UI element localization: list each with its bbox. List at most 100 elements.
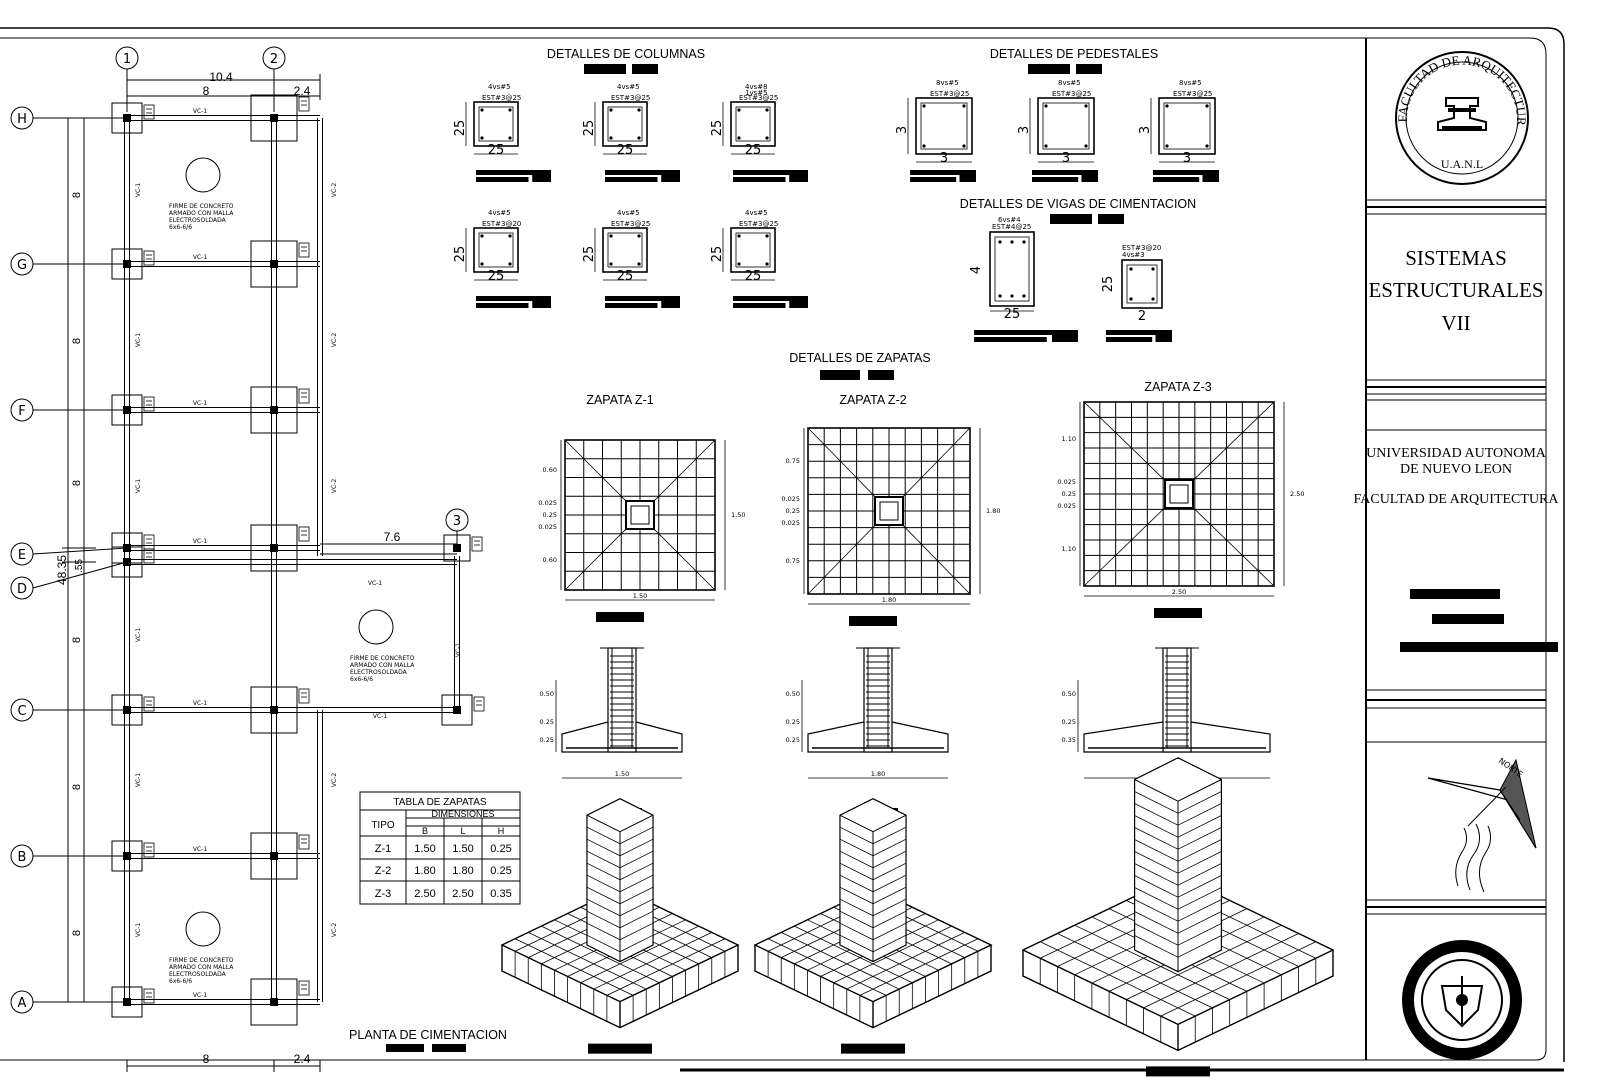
section-height-label: 25 (453, 246, 468, 263)
iso-rebar (1143, 933, 1299, 1009)
redacted-bar (974, 330, 1078, 335)
table-cell: 0.25 (490, 843, 511, 855)
iso-stirrup (586, 934, 621, 953)
grid-axis-number: 3 (453, 514, 461, 529)
rebar-dot (737, 234, 741, 238)
redacted-bar (1154, 608, 1202, 618)
beam-section-outline (989, 231, 1035, 307)
footing-section-width: 1.80 (871, 770, 885, 778)
rebar-label: 4vs#3 (1122, 251, 1145, 259)
rebar-dot (1044, 144, 1048, 148)
pedestal-in-plan (625, 500, 655, 530)
iso-stirrup (586, 826, 621, 845)
iso-stirrup (1134, 911, 1179, 934)
slab-note-line: ELECTROSOLDADA (169, 971, 227, 978)
beam-label: VC-1 (193, 538, 207, 545)
footing-tag (473, 696, 485, 712)
iso-stirrup (839, 874, 874, 893)
footing-left-dim: 0.60 (543, 466, 557, 474)
iso-stirrup (586, 886, 621, 905)
iso-rebar (1074, 924, 1230, 1000)
footing-left-dim: 0.75 (786, 557, 800, 565)
iso-stirrup (1134, 815, 1179, 838)
dim-top-overhang: 2.4 (294, 84, 311, 98)
beam-label: VC-1 (135, 628, 142, 642)
rebar-dot (609, 262, 613, 266)
redacted-bar (733, 170, 808, 175)
footing-left-dim: 0.25 (1062, 490, 1076, 498)
rebar-dot (962, 144, 966, 148)
iso-stirrup (872, 922, 907, 941)
footing-outline (250, 240, 298, 288)
iso-stirrup (586, 874, 621, 893)
stirrup-label: EST#3@25 (930, 90, 969, 98)
section-width-label: 25 (1004, 307, 1021, 322)
redacted-bar (596, 612, 644, 622)
faculty-line: FACULTAD DE ARQUITECTURA (1354, 492, 1560, 507)
iso-stirrup (586, 910, 621, 929)
iso-rebar (541, 925, 660, 984)
section-stirrup (1042, 102, 1090, 150)
iso-stirrup (619, 910, 654, 929)
rebar-label: 8vs#5 (936, 79, 959, 87)
slab-note-line: 6x6-6/6 (169, 224, 192, 231)
footing-tag (143, 548, 155, 564)
section-width-label: 3 (940, 151, 948, 166)
iso-stirrup (586, 862, 621, 881)
iso-pedestal-edge (1134, 779, 1179, 802)
section-height-label: 25 (710, 246, 725, 263)
redacted-bar (605, 170, 680, 175)
iso-stirrup (586, 838, 621, 857)
footing-tag (298, 388, 310, 404)
iso-stirrup (619, 838, 654, 857)
rebar-dot (765, 108, 769, 112)
footing-width-label: 1.80 (882, 596, 896, 604)
iso-rebar (859, 938, 979, 996)
redacted-bar (1106, 330, 1172, 335)
footing-section-dim: 0.35 (1062, 736, 1076, 744)
footing-section-width: 1.50 (615, 770, 629, 778)
table-cell: Z-2 (375, 865, 392, 877)
redacted-bar (584, 64, 626, 74)
footing-tag (143, 396, 155, 412)
table-col-tipo: TIPO (371, 820, 395, 831)
section-height-label: 3 (1138, 126, 1153, 134)
redacted-bar (1032, 177, 1079, 182)
column-marker (123, 114, 131, 122)
course-title-3: VII (1441, 311, 1470, 335)
pedestal-section (607, 647, 637, 753)
plan-title: PLANTA DE CIMENTACION (349, 1028, 507, 1042)
iso-stirrup (619, 898, 654, 917)
slab-note-line: ARMADO CON MALLA (350, 662, 415, 669)
redacted-bar (588, 1043, 652, 1054)
redacted-bar (849, 616, 897, 626)
footing-outline (111, 546, 143, 578)
iso-stirrup (872, 874, 907, 893)
redacted-bar (1146, 1066, 1210, 1077)
beam-label: VC-1 (135, 923, 142, 937)
rebar-dot (1022, 294, 1026, 298)
iso-rebar (833, 925, 952, 984)
rebar-dot (1151, 267, 1155, 271)
iso-stirrup (1134, 887, 1179, 910)
iso-stirrup (619, 826, 654, 845)
grid-axis-number: 2 (270, 52, 278, 67)
iso-stirrup (872, 898, 907, 917)
rebar-dot (765, 234, 769, 238)
footing-left-dim: 0.025 (781, 495, 800, 503)
footing-tag (298, 834, 310, 850)
rebar-dot (1022, 240, 1026, 244)
rebar-dot (998, 240, 1002, 244)
slab-note-line: ARMADO CON MALLA (169, 210, 234, 217)
footing-section-dim: 0.50 (1062, 690, 1076, 698)
iso-stirrup (872, 910, 907, 929)
rebar-dot (1165, 104, 1169, 108)
rebar-dot (737, 136, 741, 140)
rebar-dot (609, 234, 613, 238)
dim-bay-label: 8 (71, 480, 83, 486)
table-cell: 2.50 (414, 888, 435, 900)
footing-left-dim: 0.25 (786, 507, 800, 515)
rebar-dot (962, 104, 966, 108)
